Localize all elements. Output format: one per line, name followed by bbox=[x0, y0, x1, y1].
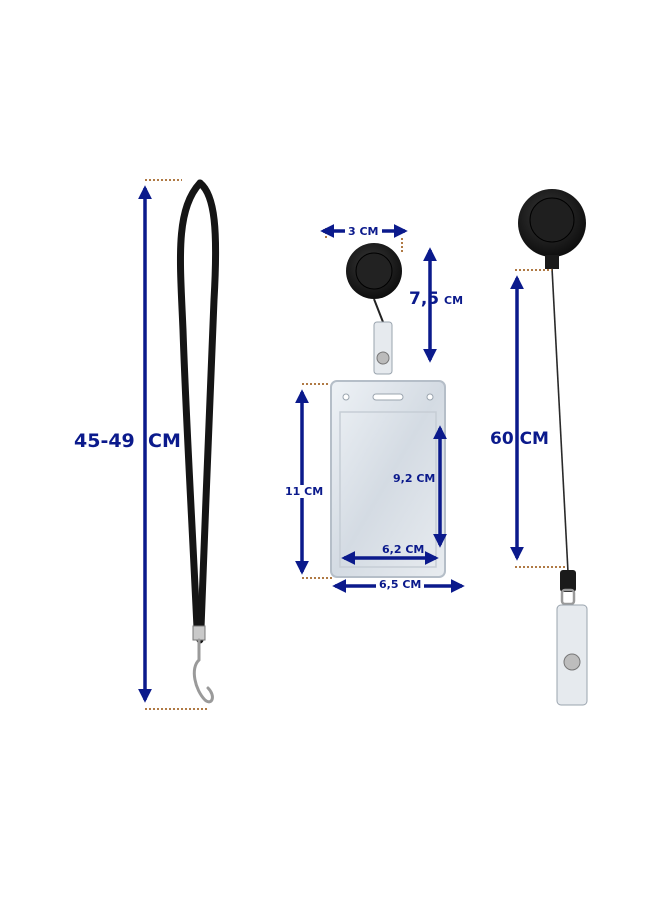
lanyard-length-value: 45-49 bbox=[74, 430, 135, 452]
holder-inner-width-label: 6,2 CM bbox=[382, 543, 425, 556]
cord-length-label: 60 CM bbox=[490, 429, 549, 449]
retractable-reel-face bbox=[529, 197, 575, 243]
lanyard-length-label: 45-49 CM bbox=[74, 430, 181, 452]
reel-height-unit: CM bbox=[444, 294, 464, 307]
reel-strap-clip bbox=[373, 321, 393, 375]
reel-height-label: 7,5 CM bbox=[409, 289, 463, 309]
reel-face bbox=[355, 252, 393, 290]
badge-reel-with-holder bbox=[330, 243, 446, 578]
lanyard-strap-back bbox=[196, 179, 220, 632]
lanyard-crimp bbox=[192, 625, 206, 641]
lanyard-length-unit: CM bbox=[148, 430, 181, 452]
retractable-reel bbox=[518, 189, 588, 706]
reel-diameter-label: 3 CM bbox=[345, 225, 382, 238]
lanyard bbox=[176, 179, 220, 704]
retractable-reel-ring bbox=[560, 588, 576, 606]
lanyard-swivel-hook bbox=[192, 638, 214, 704]
holder-width-label: 6,5 CM bbox=[376, 578, 425, 591]
retractable-reel-snap bbox=[563, 653, 581, 671]
holder-height-label: 11 CM bbox=[283, 485, 326, 498]
holder-inner-height-label: 9,2 CM bbox=[393, 472, 436, 485]
retractable-reel-nozzle bbox=[545, 255, 559, 269]
retractable-reel-cord-end bbox=[560, 570, 576, 592]
reel-snap bbox=[376, 351, 390, 365]
reel-height-value: 7,5 bbox=[409, 289, 440, 309]
card-holder-hole-right bbox=[426, 393, 434, 401]
retractable-reel-cord bbox=[551, 267, 569, 573]
reel-cord bbox=[373, 298, 384, 323]
lanyard-strap bbox=[176, 179, 204, 644]
card-holder-hole-left bbox=[342, 393, 350, 401]
card-holder-slot bbox=[372, 393, 404, 401]
